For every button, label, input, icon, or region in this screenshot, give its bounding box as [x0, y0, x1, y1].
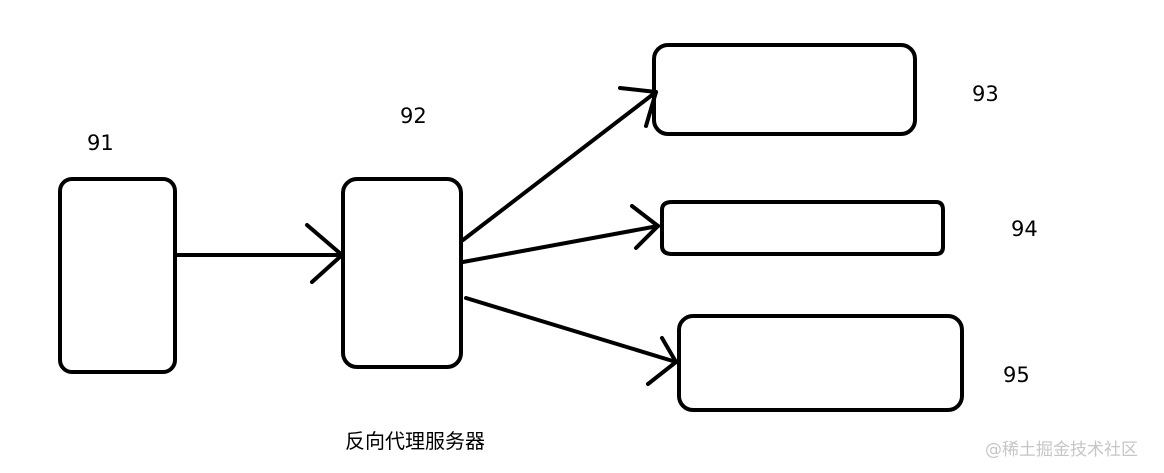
client-label: 91: [87, 131, 114, 155]
arrow-proxy-to-server-a: [461, 86, 658, 242]
arrow-proxy-to-server-c: [464, 296, 678, 386]
server-b-label: 94: [1011, 217, 1038, 241]
arrow-client-to-proxy: [173, 223, 344, 284]
server-a-label: 93: [972, 82, 999, 106]
server-b-box: [660, 200, 945, 256]
client-box: [58, 177, 177, 374]
server-c-label: 95: [1003, 363, 1030, 387]
watermark: @稀土掘金技术社区: [985, 440, 1138, 460]
proxy-caption: 反向代理服务器: [345, 429, 485, 453]
proxy-box: [341, 177, 463, 369]
server-a-box: [652, 43, 917, 136]
proxy-label: 92: [400, 104, 427, 128]
arrow-proxy-to-server-b: [461, 204, 660, 264]
server-c-box: [677, 314, 964, 412]
